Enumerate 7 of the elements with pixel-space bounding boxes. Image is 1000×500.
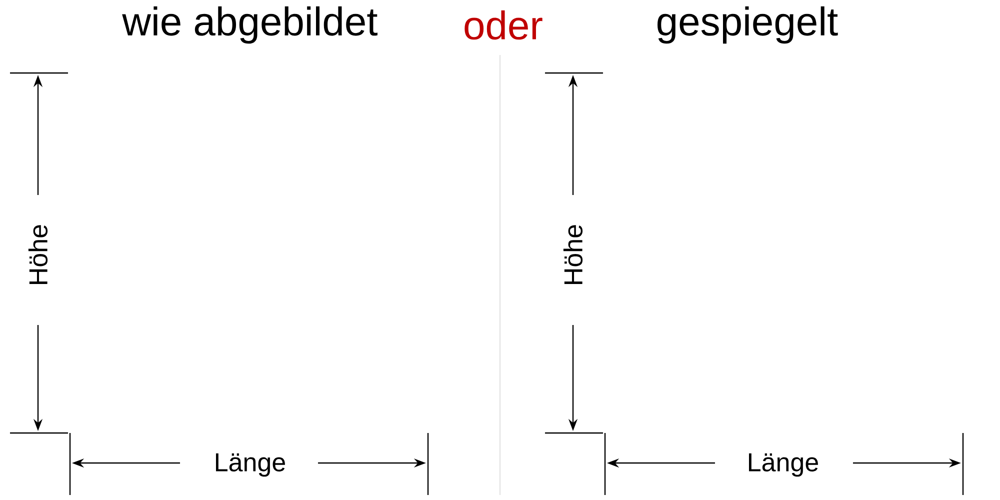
heading: oder bbox=[464, 10, 542, 40]
dimension-label: Höhe bbox=[563, 225, 583, 284]
heading: wie abgebildet bbox=[122, 6, 378, 44]
dimension-label: Höhe bbox=[28, 225, 48, 284]
dimension-label: Länge bbox=[749, 453, 818, 477]
heading: gespiegelt bbox=[658, 6, 838, 44]
dimension-label: Länge bbox=[216, 453, 285, 477]
